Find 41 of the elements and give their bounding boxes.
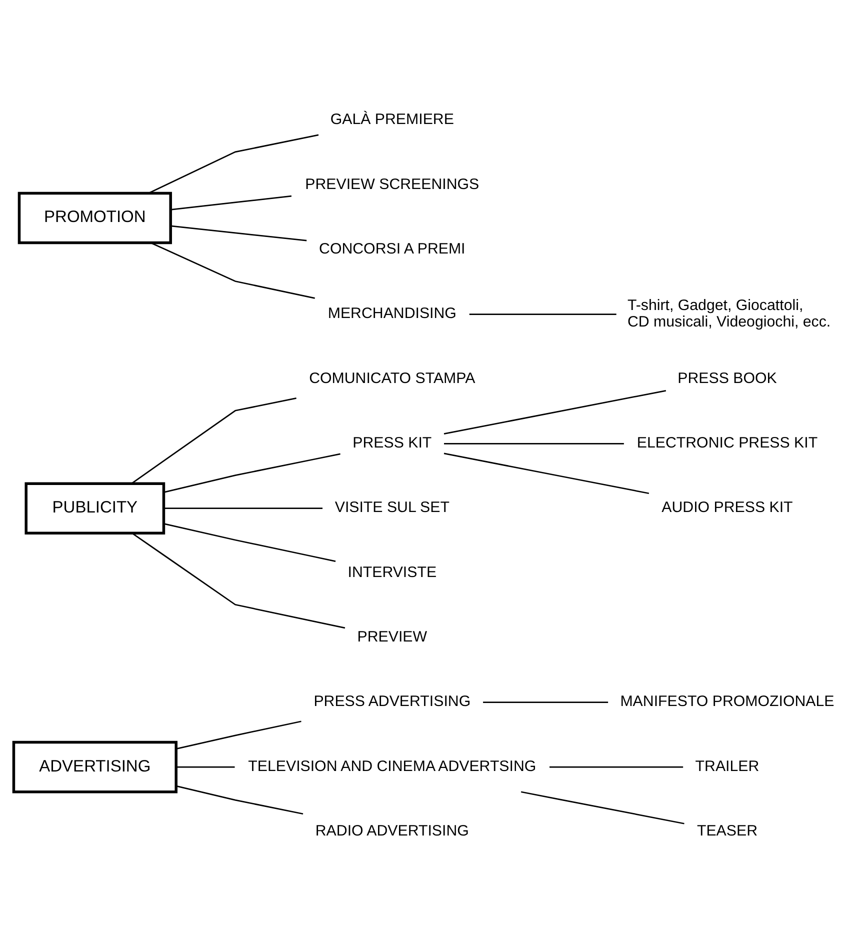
node-box: PROMOTION bbox=[18, 192, 172, 244]
connector bbox=[150, 242, 315, 299]
connector bbox=[550, 766, 684, 768]
node-text: VISITE SUL SET bbox=[334, 499, 450, 516]
connector bbox=[132, 532, 346, 629]
connector bbox=[444, 452, 650, 494]
connector bbox=[176, 766, 235, 768]
node-text: PRESS KIT bbox=[352, 434, 432, 452]
connector bbox=[170, 195, 292, 210]
connector bbox=[483, 702, 608, 704]
connector bbox=[444, 390, 666, 434]
node-text: T-shirt, Gadget, Giocattoli, CD musicali, Videogiochi, ecc. bbox=[627, 296, 831, 330]
node-text: PREVIEW bbox=[357, 628, 428, 646]
connector bbox=[176, 720, 302, 750]
node-text: PRESS BOOK bbox=[678, 370, 777, 387]
connector bbox=[148, 134, 319, 194]
node-text: INTERVISTE bbox=[348, 564, 437, 581]
node-text: TELEVISION AND CINEMA ADVERTSING bbox=[248, 758, 536, 775]
node-text: GALÀ PREMIERE bbox=[330, 111, 454, 128]
connector bbox=[170, 225, 307, 242]
node-text: RADIO ADVERTISING bbox=[315, 822, 469, 840]
connector bbox=[520, 791, 684, 824]
connector bbox=[131, 398, 296, 484]
node-text: COMUNICATO STAMPA bbox=[309, 370, 476, 387]
node-text: TRAILER bbox=[695, 758, 760, 775]
node-text: TEASER bbox=[696, 822, 758, 840]
node-text: PREVIEW SCREENINGS bbox=[305, 176, 480, 193]
node-text: PRESS ADVERTISING bbox=[314, 693, 471, 710]
node-text: AUDIO PRESS KIT bbox=[662, 499, 793, 516]
node-text: MANIFESTO PROMOZIONALE bbox=[620, 693, 834, 710]
connector bbox=[164, 523, 336, 562]
connector bbox=[164, 453, 340, 493]
node-text: MERCHANDISING bbox=[328, 305, 456, 322]
node-box: ADVERTISING bbox=[12, 740, 178, 794]
node-text: CONCORSI A PREMI bbox=[319, 240, 466, 258]
node-box: PUBLICITY bbox=[24, 482, 166, 534]
connector bbox=[176, 785, 304, 815]
connector bbox=[469, 314, 616, 315]
connector bbox=[164, 508, 322, 510]
node-text: ELECTRONIC PRESS KIT bbox=[636, 434, 818, 452]
connector bbox=[444, 442, 624, 444]
